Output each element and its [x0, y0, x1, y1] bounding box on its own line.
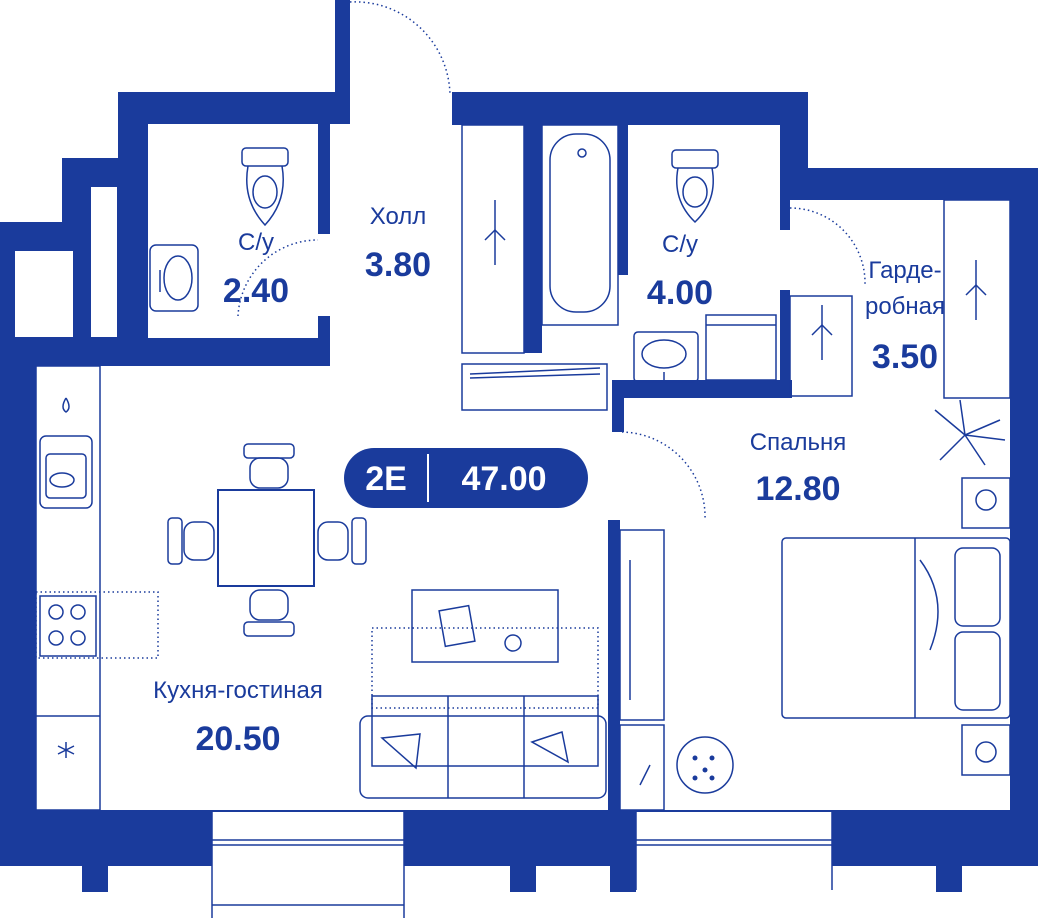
- room-label-bedroom: Спальня 12.80: [750, 429, 846, 508]
- dining-table-icon: [167, 443, 367, 637]
- washing-machine-icon: [705, 314, 777, 381]
- apartment-type-label: 2E: [365, 460, 407, 498]
- stove-icon: [39, 595, 97, 657]
- room-name: Холл: [370, 203, 427, 230]
- nightstand: [619, 724, 734, 811]
- room-label-hall: Холл 3.80: [365, 203, 431, 284]
- fridge-snowflake-icon: [57, 742, 75, 758]
- coffee-table: [371, 589, 599, 709]
- room-area: 3.50: [872, 338, 938, 376]
- room-label-bathroom-large: С/у 4.00: [647, 231, 713, 312]
- bathtub-icon: [541, 124, 619, 326]
- room-name: Кухня-гостиная: [153, 677, 323, 704]
- bed-icon: [781, 537, 1011, 719]
- kitchen-counter: [35, 365, 159, 811]
- toilet-icon: [671, 149, 719, 224]
- room-name: Спальня: [750, 429, 846, 456]
- bedroom-wardrobe: [619, 529, 665, 721]
- room-area: 12.80: [755, 470, 840, 508]
- water-drop-icon: [62, 397, 70, 413]
- room-name: С/у: [662, 231, 698, 258]
- room-area: 3.80: [365, 246, 431, 284]
- shoe-shelf: [461, 363, 608, 411]
- walls: [0, 0, 1038, 892]
- hall-wardrobe: [461, 124, 525, 354]
- room-area: 4.00: [647, 274, 713, 312]
- room-name: С/у: [238, 229, 274, 256]
- sink-icon: [149, 244, 199, 312]
- room-label-kitchen-living: Кухня-гостиная 20.50: [153, 677, 323, 758]
- lamp-icon: [961, 477, 1011, 776]
- apartment-total-area: 47.00: [461, 460, 546, 498]
- windows: [13, 185, 833, 918]
- plant-icon: [934, 399, 1006, 466]
- sink-icon: [39, 435, 93, 509]
- sofa-icon: [359, 695, 607, 799]
- wardrobe-cabinet: [789, 199, 1011, 399]
- room-area: 2.40: [223, 272, 289, 310]
- room-name-line1: Гарде-: [868, 257, 941, 284]
- room-label-bathroom-small: С/у 2.40: [223, 229, 289, 310]
- toilet-icon: [241, 147, 289, 227]
- room-label-wardrobe: Гарде- робная 3.50: [865, 257, 945, 376]
- room-area: 20.50: [195, 720, 280, 758]
- apartment-badge: 2E 47.00: [344, 448, 588, 508]
- room-name-line2: робная: [865, 293, 945, 320]
- sink-icon: [633, 331, 699, 383]
- door-swings: [237, 1, 866, 521]
